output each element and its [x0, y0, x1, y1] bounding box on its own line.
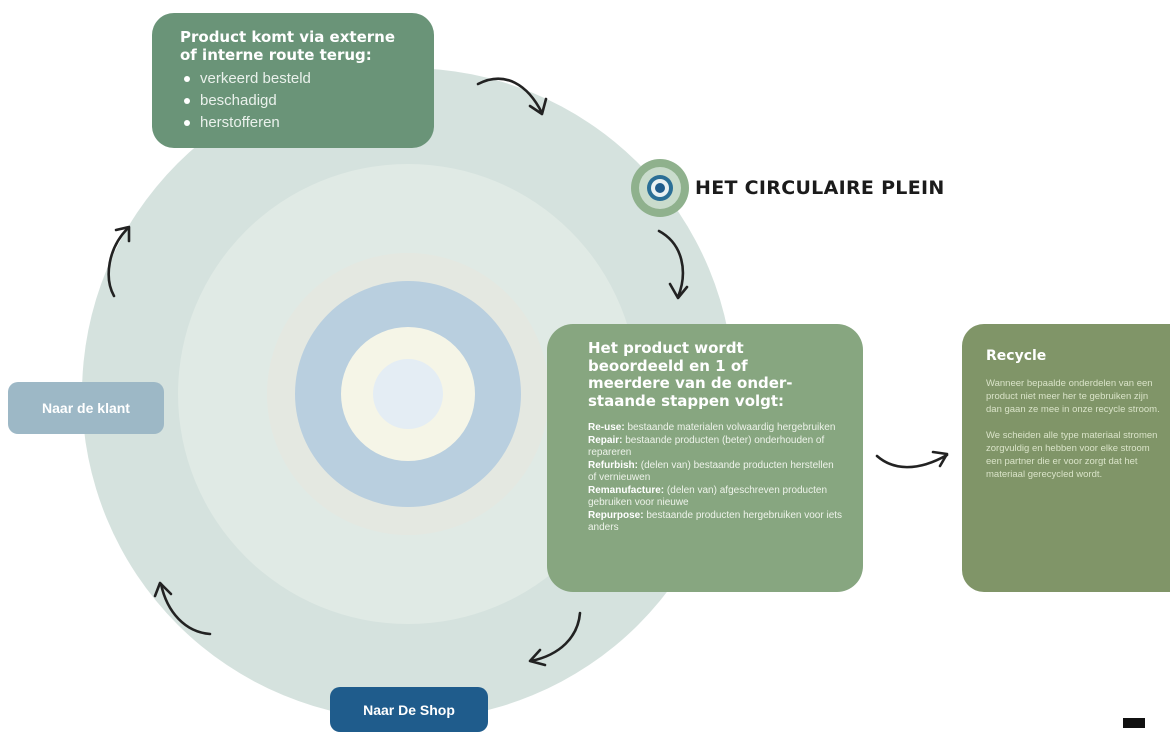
- assessment-box: Het product wordt beoordeeld en 1 of mee…: [547, 324, 863, 592]
- list-item: beschadigd: [180, 90, 414, 112]
- circular-target-icon: [631, 159, 689, 217]
- list-item: verkeerd besteld: [180, 68, 414, 90]
- curved-arrow-to-recycle: [875, 453, 949, 469]
- logo-text: HET CIRCULAIRE PLEIN: [695, 177, 945, 199]
- step-text: bestaande producten (beter) onderhouden …: [588, 434, 825, 459]
- recycle-title: Recycle: [986, 348, 1047, 364]
- recycle-paragraph-2: We scheiden alle type materiaal stromen …: [986, 430, 1158, 480]
- arrowhead: [528, 648, 547, 667]
- curved-arrow-bottom-left-up: [159, 582, 212, 636]
- step-reuse: Re-use: bestaande materialen volwaardig …: [588, 422, 843, 435]
- step-refurbish: Refurbish: (delen van) bestaande product…: [588, 460, 843, 485]
- curved-arrow-top-right: [476, 77, 544, 115]
- step-text: bestaande materialen volwaardig hergebru…: [627, 422, 836, 433]
- return-reasons-list: verkeerd besteld beschadigd herstofferen: [180, 68, 414, 134]
- step-repair: Repair: bestaande producten (beter) onde…: [588, 435, 843, 460]
- curved-arrow-down-left: [529, 611, 582, 663]
- step-term: Repair:: [588, 434, 623, 446]
- step-text: (delen van) afgeschreven producten gebru…: [588, 484, 828, 509]
- step-text: (delen van) bestaande producten herstell…: [588, 459, 834, 484]
- curved-arrow-left-up: [107, 226, 130, 298]
- arrowhead: [153, 581, 173, 598]
- arrowhead: [668, 282, 689, 300]
- curved-arrow-right-down: [657, 229, 685, 299]
- logo: HET CIRCULAIRE PLEIN: [631, 159, 945, 217]
- arrowhead: [528, 97, 548, 116]
- step-term: Re-use:: [588, 422, 625, 433]
- arrowhead: [931, 450, 949, 468]
- step-repurpose: Repurpose: bestaande producten hergebrui…: [588, 510, 843, 535]
- return-route-title: Product komt via externe of interne rout…: [180, 28, 396, 64]
- to-shop-pill: Naar De Shop: [330, 687, 488, 732]
- center-circle: [373, 359, 443, 429]
- list-item: herstofferen: [180, 112, 414, 134]
- step-term: Repurpose:: [588, 509, 644, 521]
- step-term: Refurbish:: [588, 459, 638, 471]
- arrowhead: [114, 225, 131, 243]
- recycle-paragraph-1: Wanneer bepaalde onderdelen van een prod…: [986, 378, 1160, 415]
- step-term: Remanufacture:: [588, 484, 665, 496]
- assessment-title: Het product wordt beoordeeld en 1 of mee…: [588, 339, 793, 410]
- to-customer-pill: Naar de klant: [8, 382, 164, 434]
- step-text: bestaande producten hergebruiken voor ie…: [588, 509, 843, 534]
- page-corner-marker: [1123, 718, 1145, 728]
- step-remanufacture: Remanufacture: (delen van) afgeschreven …: [588, 485, 843, 510]
- recycle-box: Recycle Wanneer bepaalde onderdelen van …: [962, 324, 1170, 592]
- return-route-box: Product komt via externe of interne rout…: [152, 13, 434, 148]
